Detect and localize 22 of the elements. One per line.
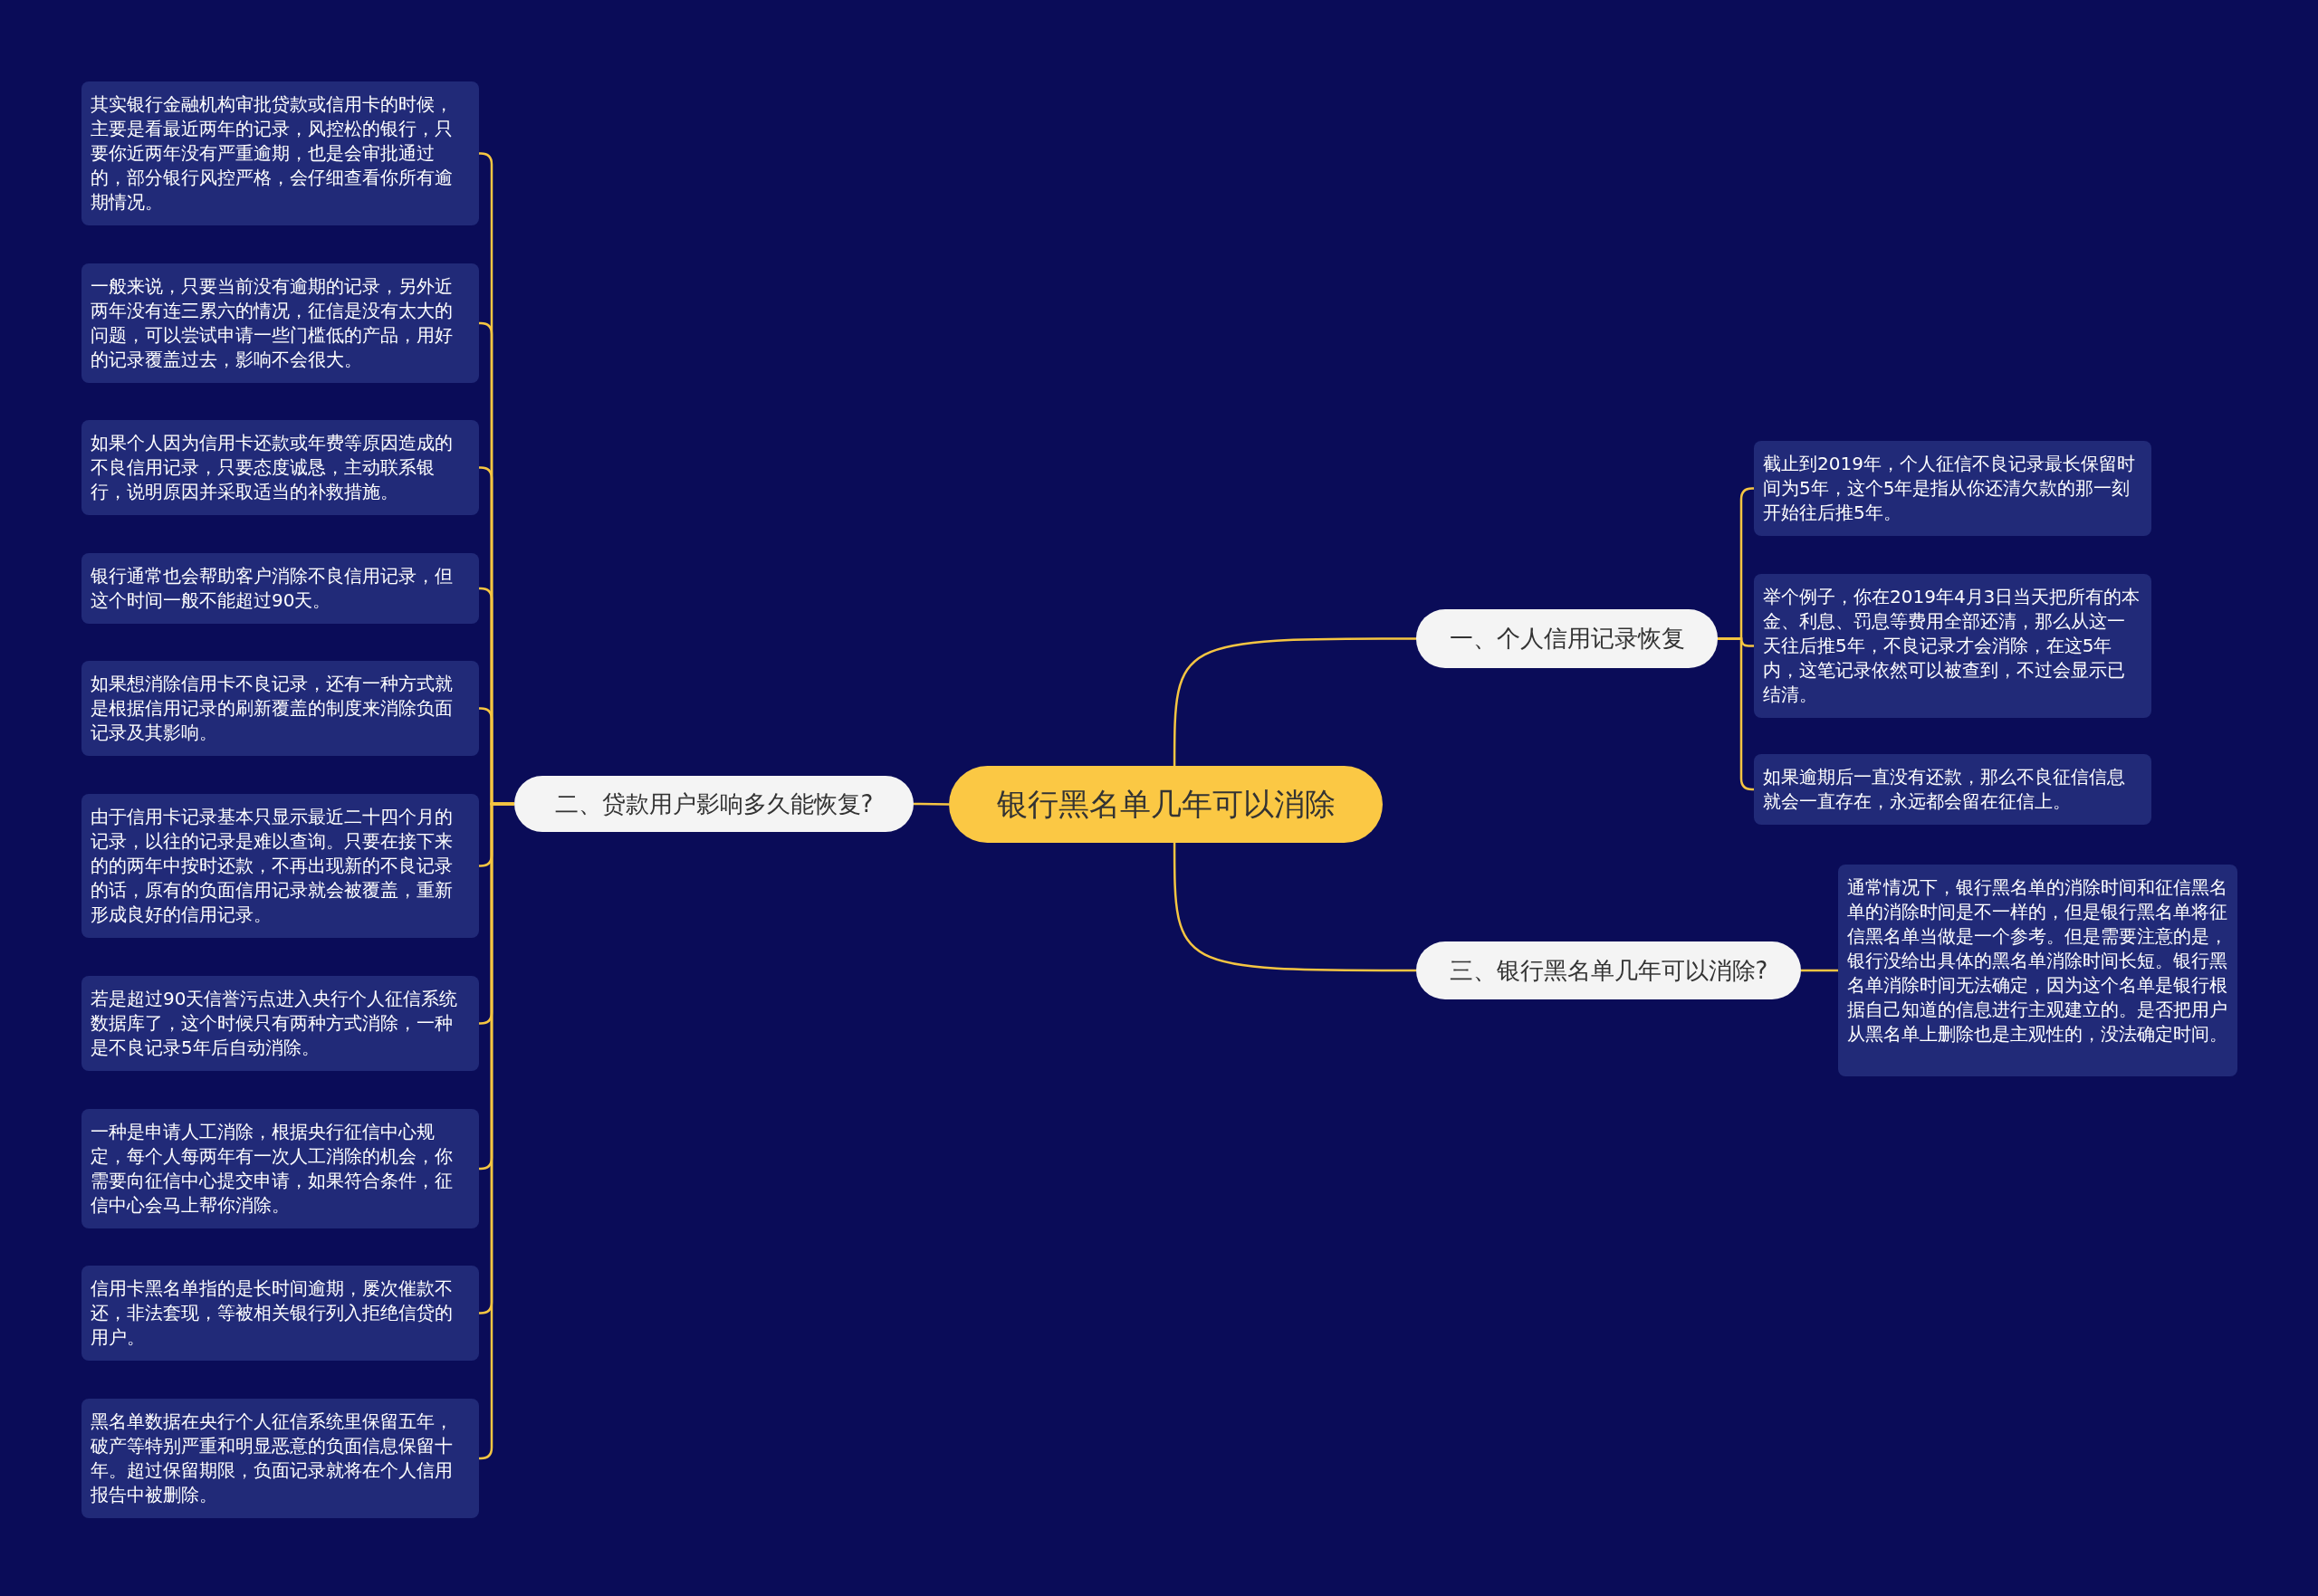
note-card: 银行通常也会帮助客户消除不良信用记录，但这个时间一般不能超过90天。: [81, 553, 479, 624]
note-card: 一般来说，只要当前没有逾期的记录，另外近两年没有连三累六的情况，征信是没有太大的问题，可以尝试申请一些门槛低的产品，用好的记录覆盖过去，影响不会很大。: [81, 263, 479, 383]
note-card: 如果逾期后一直没有还款，那么不良征信信息就会一直存在，永远都会留在征信上。: [1754, 754, 2151, 825]
note-card: 如果想消除信用卡不良记录，还有一种方式就是根据信用记录的刷新覆盖的制度来消除负面记录及其影响。: [81, 661, 479, 756]
note-card: 如果个人因为信用卡还款或年费等原因造成的不良信用记录，只要态度诚恳，主动联系银行，说明原因并采取适当的补救措施。: [81, 420, 479, 515]
note-card: 其实银行金融机构审批贷款或信用卡的时候，主要是看最近两年的记录，风控松的银行，只要你近两年没有严重逾期，也是会审批通过的，部分银行风控严格，会仔细查看你所有逾期情况。: [81, 81, 479, 225]
connector-line: [914, 802, 949, 806]
connector-line: [1173, 637, 1416, 766]
connector-line: [1801, 969, 1838, 972]
note-card: 信用卡黑名单指的是长时间逾期，屡次催款不还，非法套现，等被相关银行列入拒绝信贷的用户。: [81, 1266, 479, 1361]
note-card: 通常情况下，银行黑名单的消除时间和征信黑名单的消除时间是不一样的，但是银行黑名单将征信黑名单当做是一个参考。但是需要注意的是，银行没给出具体的黑名单消除时间长短。银行黑名单消除时间无法确定，因为这个名单是银行根据自己知道的信息进行主观建立的。是否把用户从黑名单上删除也是主观性的，没法确定时间。: [1838, 865, 2237, 1076]
topic-pill: 二、贷款用户影响多久能恢复?: [514, 776, 914, 832]
topic-pill: 一、个人信用记录恢复: [1416, 609, 1718, 668]
topic-pill: 三、银行黑名单几年可以消除?: [1416, 941, 1801, 999]
note-card: 举个例子，你在2019年4月3日当天把所有的本金、利息、罚息等费用全部还清，那么从这一天往后推5年，不良记录才会消除，在这5年内，这笔记录依然可以被查到，不过会显示已结清。: [1754, 574, 2151, 718]
note-card: 若是超过90天信誉污点进入央行个人征信系统数据库了，这个时候只有两种方式消除，一种是不良记录5年后自动消除。: [81, 976, 479, 1071]
note-card: 由于信用卡记录基本只显示最近二十四个月的记录，以往的记录是难以查询。只要在接下来的的两年中按时还款，不再出现新的不良记录的话，原有的负面信用记录就会被覆盖，重新形成良好的信用记录。: [81, 794, 479, 938]
note-card: 截止到2019年，个人征信不良记录最长保留时间为5年，这个5年是指从你还清欠款的那一刻开始往后推5年。: [1754, 441, 2151, 536]
central-topic: 银行黑名单几年可以消除: [949, 766, 1383, 843]
note-card: 黑名单数据在央行个人征信系统里保留五年，破产等特别严重和明显恶意的负面信息保留十年。超过保留期限，负面记录就将在个人信用报告中被删除。: [81, 1399, 479, 1518]
note-card: 一种是申请人工消除，根据央行征信中心规定，每个人每两年有一次人工消除的机会，你需要向征信中心提交申请，如果符合条件，征信中心会马上帮你消除。: [81, 1109, 479, 1228]
connector-line: [1173, 843, 1416, 972]
